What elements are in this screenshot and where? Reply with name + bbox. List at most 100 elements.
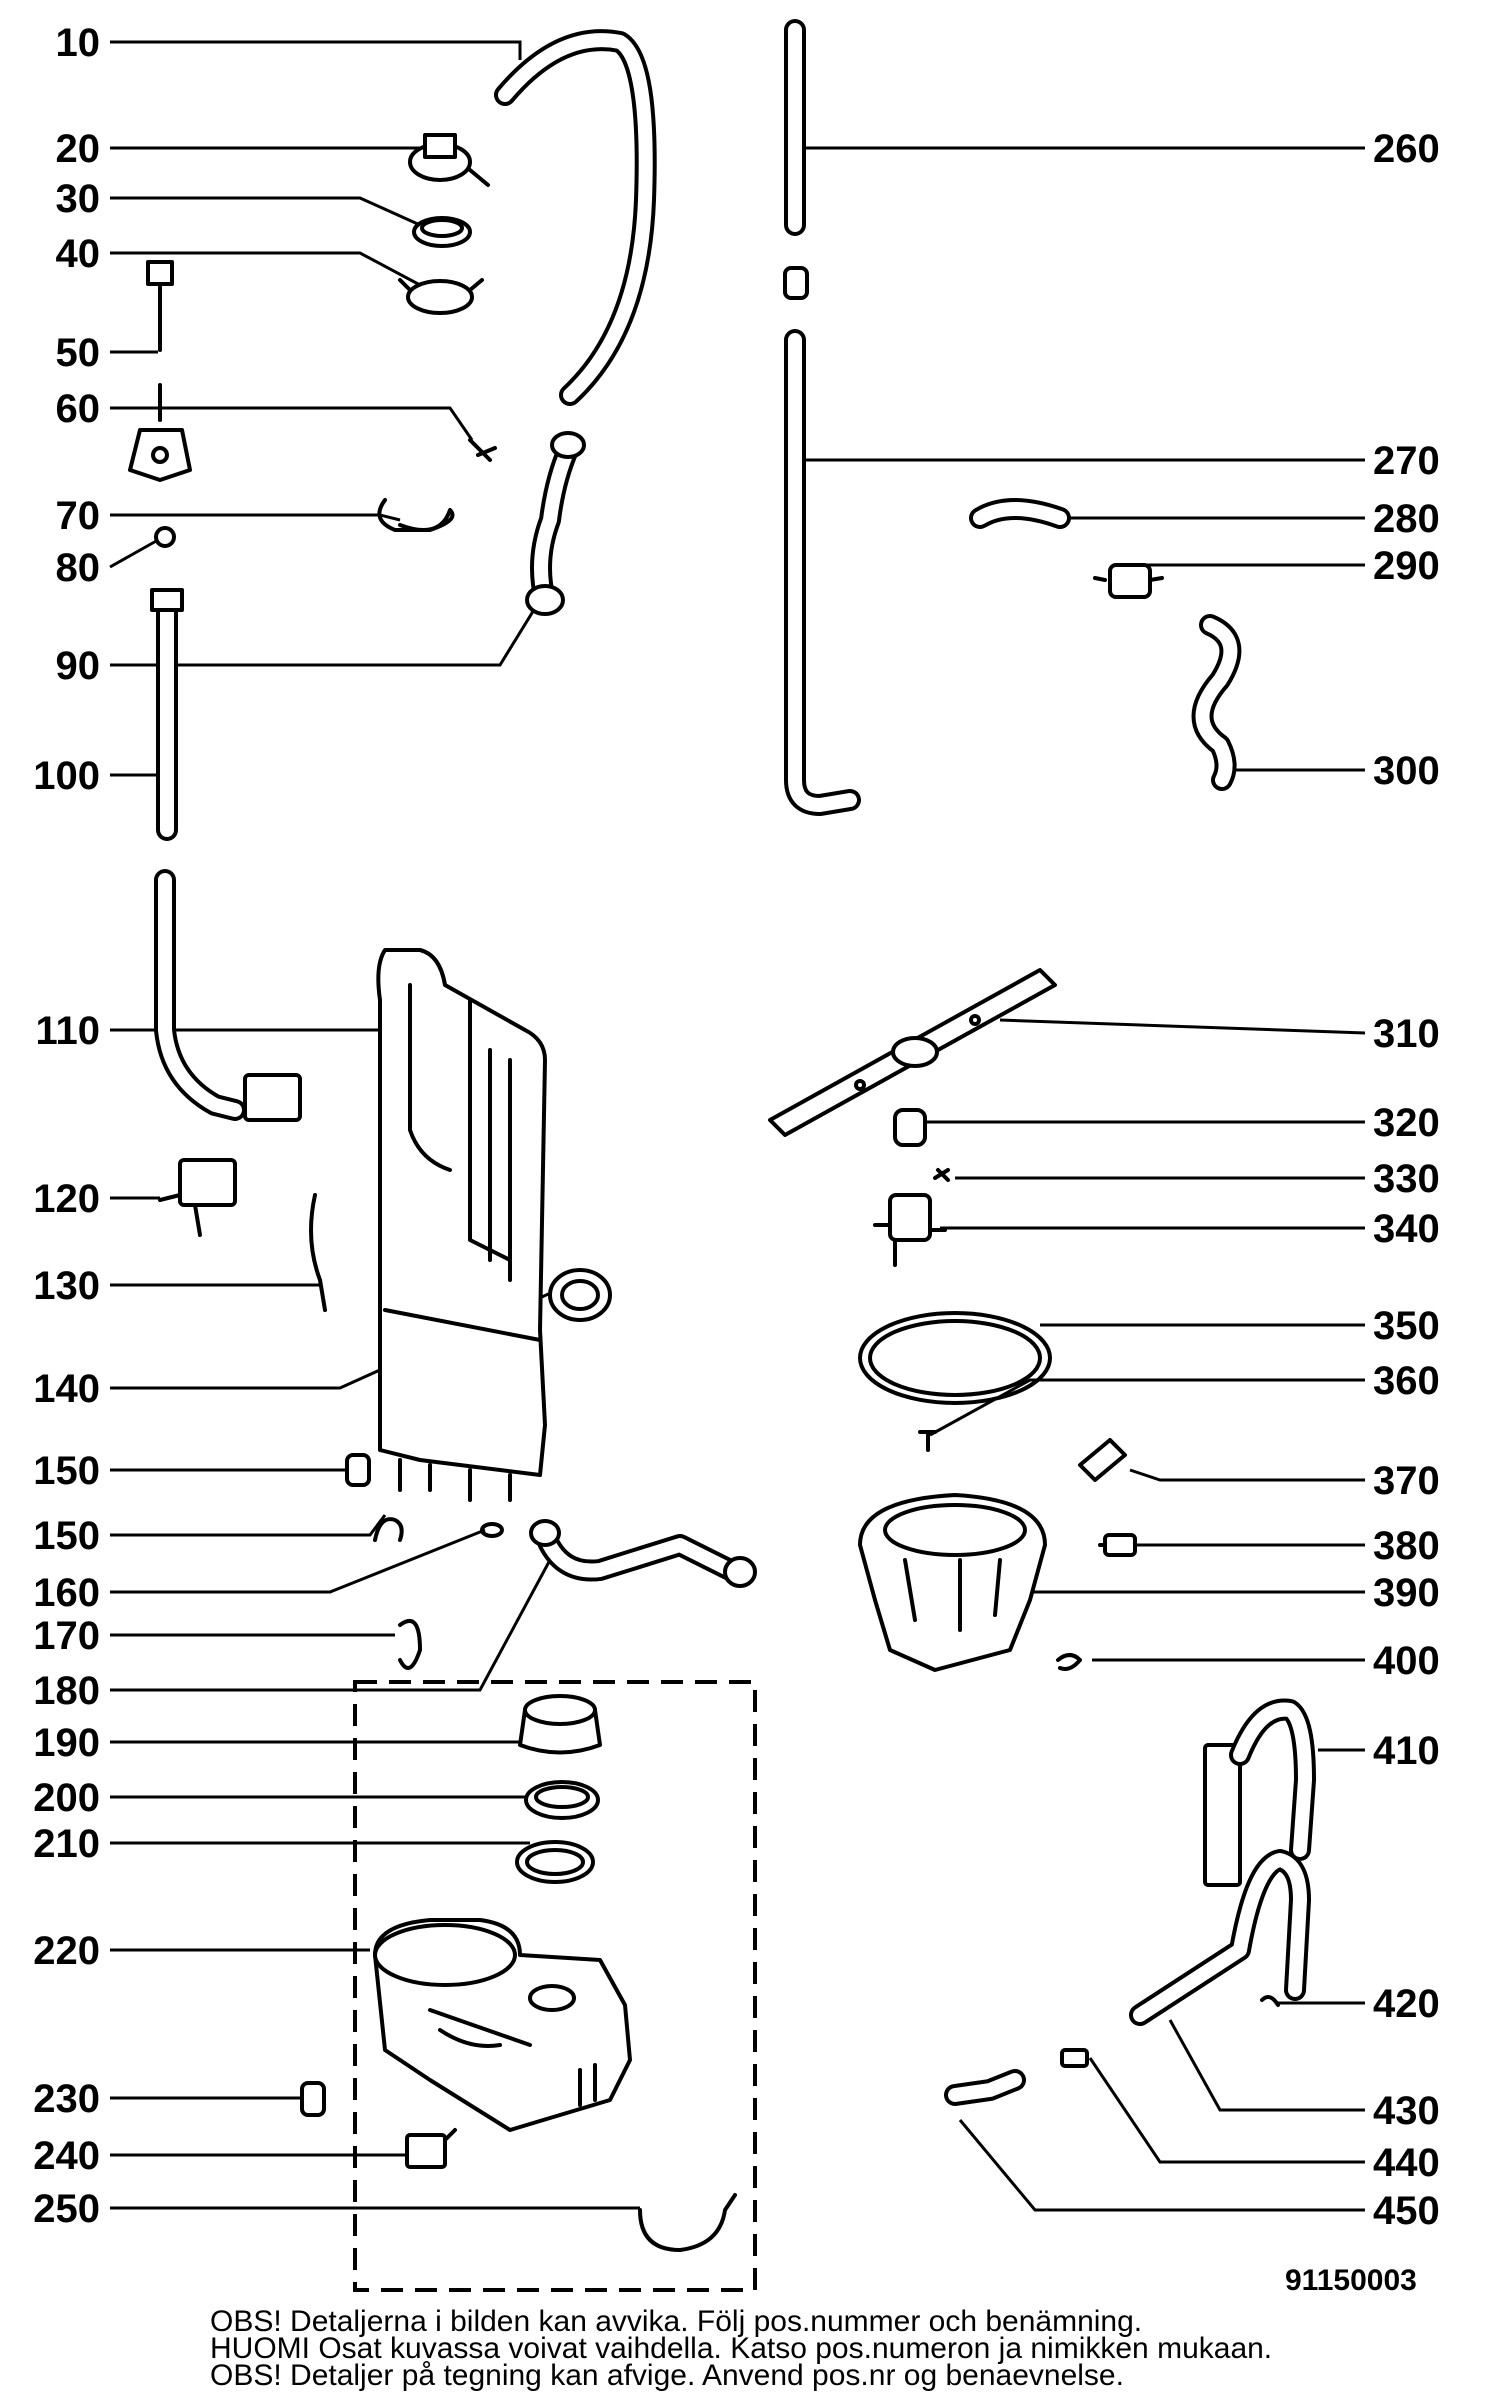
callout-100: 100 bbox=[33, 754, 100, 798]
callout-160: 160 bbox=[33, 1571, 100, 1615]
callout-120: 120 bbox=[33, 1177, 100, 1221]
part-370-plug bbox=[1078, 1438, 1127, 1482]
callout-360: 360 bbox=[1373, 1359, 1440, 1403]
callout-280: 280 bbox=[1373, 497, 1440, 541]
callout-20: 20 bbox=[56, 127, 101, 171]
callout-130: 130 bbox=[33, 1264, 100, 1308]
callout-90: 90 bbox=[56, 644, 101, 688]
part-330-screw bbox=[933, 1168, 950, 1182]
part-20-valve-cap bbox=[408, 133, 490, 187]
part-230-plug bbox=[300, 2081, 326, 2117]
callout-210: 210 bbox=[33, 1822, 100, 1866]
note-norwegian: OBS! Detaljer på tegning kan afvige. Anv… bbox=[210, 2359, 1124, 2392]
note-finnish: HUOMI Osat kuvassa voivat vaihdella. Kat… bbox=[210, 2332, 1273, 2365]
callout-290: 290 bbox=[1373, 544, 1440, 588]
part-380-fitting bbox=[1098, 1533, 1137, 1557]
callout-50: 50 bbox=[56, 331, 101, 375]
part-280-hose bbox=[969, 498, 1071, 529]
callout-260: 260 bbox=[1373, 127, 1440, 171]
salt-container-group-box bbox=[353, 1680, 757, 2292]
part-150-clip bbox=[373, 1517, 404, 1542]
part-120-solenoid bbox=[158, 1158, 237, 1237]
part-40-clamp bbox=[398, 278, 484, 315]
callout-340: 340 bbox=[1373, 1207, 1440, 1251]
callout-150a: 150 bbox=[33, 1449, 100, 1493]
part-190-cap bbox=[518, 1694, 602, 1755]
part-90-hose bbox=[525, 431, 586, 616]
part-130-wire bbox=[309, 1193, 327, 1312]
part-110-panel bbox=[376, 948, 547, 1502]
callout-370: 370 bbox=[1373, 1459, 1440, 1503]
callouts-left: 10 20 30 40 50 60 70 80 90 100 110 120 1… bbox=[33, 21, 100, 2231]
callout-350: 350 bbox=[1373, 1304, 1440, 1348]
callout-320: 320 bbox=[1373, 1101, 1440, 1145]
document-number: 91150003 bbox=[1285, 2264, 1417, 2297]
callout-240: 240 bbox=[33, 2134, 100, 2178]
leader-lines bbox=[109, 40, 1366, 2212]
callout-70: 70 bbox=[56, 494, 101, 538]
part-150-plug bbox=[345, 1453, 371, 1487]
callout-80: 80 bbox=[56, 546, 101, 590]
callout-40: 40 bbox=[56, 232, 101, 276]
callout-450: 450 bbox=[1373, 2189, 1440, 2233]
part-200-ring bbox=[524, 1780, 600, 1820]
callout-420: 420 bbox=[1373, 1982, 1440, 2026]
part-360-screw bbox=[918, 1430, 937, 1452]
part-390-sump bbox=[858, 1493, 1047, 1672]
callout-380: 380 bbox=[1373, 1524, 1440, 1568]
part-80-washer bbox=[154, 526, 176, 548]
callout-220: 220 bbox=[33, 1929, 100, 1973]
callout-300: 300 bbox=[1373, 749, 1440, 793]
callouts-right: 260 270 280 290 300 310 320 330 340 350 … bbox=[1373, 127, 1440, 2233]
callout-10: 10 bbox=[56, 21, 101, 65]
callout-110: 110 bbox=[35, 1009, 100, 1053]
callout-170: 170 bbox=[33, 1614, 100, 1658]
callout-410: 410 bbox=[1373, 1729, 1440, 1773]
part-310-spray-arm bbox=[768, 968, 1057, 1137]
part-290-valve bbox=[1093, 563, 1164, 599]
part-160-oring bbox=[480, 1522, 504, 1538]
callout-190: 190 bbox=[33, 1721, 100, 1765]
part-350-gasket bbox=[858, 1311, 1052, 1405]
part-220-salt-container bbox=[373, 1918, 632, 2132]
part-110-hose bbox=[154, 869, 302, 1122]
part-250-wire bbox=[638, 2193, 737, 2252]
part-260-plug bbox=[783, 266, 809, 300]
callout-430: 430 bbox=[1373, 2089, 1440, 2133]
part-60-screw bbox=[468, 438, 497, 462]
part-50-valve-stem bbox=[128, 260, 192, 482]
part-140-seal bbox=[548, 1268, 612, 1322]
callout-250: 250 bbox=[33, 2187, 100, 2231]
part-240-switch bbox=[405, 2128, 457, 2169]
callout-180: 180 bbox=[33, 1669, 100, 1713]
part-440-fitting bbox=[1060, 2048, 1089, 2068]
part-430-hose bbox=[1129, 1849, 1311, 2026]
part-340-valve bbox=[873, 1193, 947, 1267]
note-swedish: OBS! Detaljerna i bilden kan avvika. Föl… bbox=[210, 2305, 1143, 2338]
callout-30: 30 bbox=[56, 177, 101, 221]
disclaimer-notes: OBS! Detaljerna i bilden kan avvika. Föl… bbox=[210, 2305, 1410, 2392]
part-10-hose bbox=[494, 29, 657, 406]
part-300-hose bbox=[1191, 614, 1242, 791]
part-450-elbow bbox=[944, 2069, 1026, 2106]
callout-140: 140 bbox=[33, 1367, 100, 1411]
callout-230: 230 bbox=[33, 2077, 100, 2121]
callout-150b: 150 bbox=[33, 1514, 100, 1558]
part-270-tube bbox=[784, 329, 861, 816]
callout-60: 60 bbox=[56, 387, 101, 431]
part-170-clamp bbox=[398, 1618, 422, 1670]
part-320-bushing bbox=[893, 1108, 927, 1147]
callout-270: 270 bbox=[1373, 439, 1440, 483]
callout-400: 400 bbox=[1373, 1639, 1440, 1683]
part-100-tube bbox=[150, 588, 184, 841]
callout-390: 390 bbox=[1373, 1571, 1440, 1615]
part-400-clip bbox=[1056, 1653, 1082, 1671]
callout-200: 200 bbox=[33, 1776, 100, 1820]
part-180-hose bbox=[529, 1519, 757, 1588]
callout-440: 440 bbox=[1373, 2141, 1440, 2185]
part-210-gasket bbox=[515, 1840, 595, 1884]
part-420-clip bbox=[1260, 1994, 1280, 2007]
part-30-ring bbox=[412, 216, 472, 248]
part-410-bracket bbox=[1203, 1698, 1316, 1887]
